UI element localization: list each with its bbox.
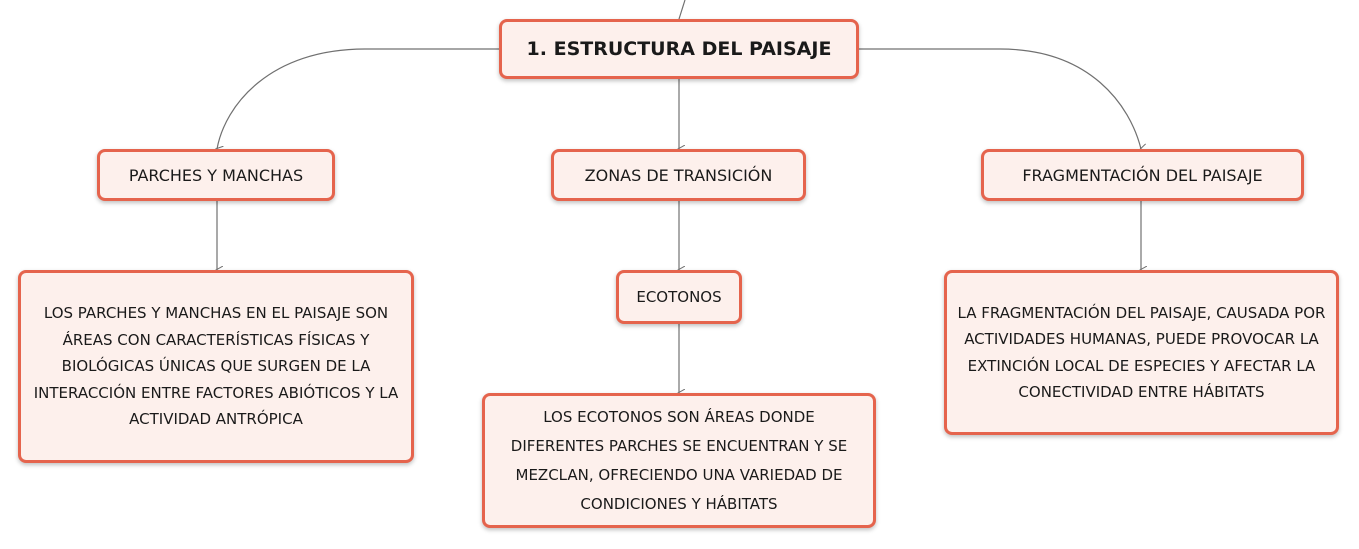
connector-root-to-parches xyxy=(217,48,499,149)
node-zonas-title: ZONAS DE TRANSICIÓN xyxy=(584,165,773,185)
connector-incoming xyxy=(678,0,686,20)
root-title: 1. ESTRUCTURA DEL PAISAJE xyxy=(526,38,832,60)
node-ecotonos-title: ECOTONOS xyxy=(636,288,722,306)
node-fragmentacion-del-paisaje[interactable]: FRAGMENTACIÓN DEL PAISAJE xyxy=(981,149,1304,201)
root-node[interactable]: 1. ESTRUCTURA DEL PAISAJE xyxy=(499,19,859,79)
node-parches-title: PARCHES Y MANCHAS xyxy=(128,165,304,185)
connector-root-to-fragmentacion xyxy=(859,48,1141,149)
node-zonas-de-transicion[interactable]: ZONAS DE TRANSICIÓN xyxy=(551,149,806,201)
node-ecotonos-description[interactable]: LOS ECOTONOS SON ÁREAS DONDE DIFERENTES … xyxy=(482,393,876,528)
ecotonos-description-text: LOS ECOTONOS SON ÁREAS DONDE DIFERENTES … xyxy=(510,407,848,513)
node-parches-description[interactable]: LOS PARCHES Y MANCHAS EN EL PAISAJE SON … xyxy=(18,270,414,463)
node-fragmentacion-title: FRAGMENTACIÓN DEL PAISAJE xyxy=(1022,165,1263,185)
node-ecotonos[interactable]: ECOTONOS xyxy=(616,270,742,324)
fragmentacion-description-text: LA FRAGMENTACIÓN DEL PAISAJE, CAUSADA PO… xyxy=(957,303,1326,402)
node-parches-y-manchas[interactable]: PARCHES Y MANCHAS xyxy=(97,149,335,201)
parches-description-text: LOS PARCHES Y MANCHAS EN EL PAISAJE SON … xyxy=(33,304,399,429)
node-fragmentacion-description[interactable]: LA FRAGMENTACIÓN DEL PAISAJE, CAUSADA PO… xyxy=(944,270,1339,435)
